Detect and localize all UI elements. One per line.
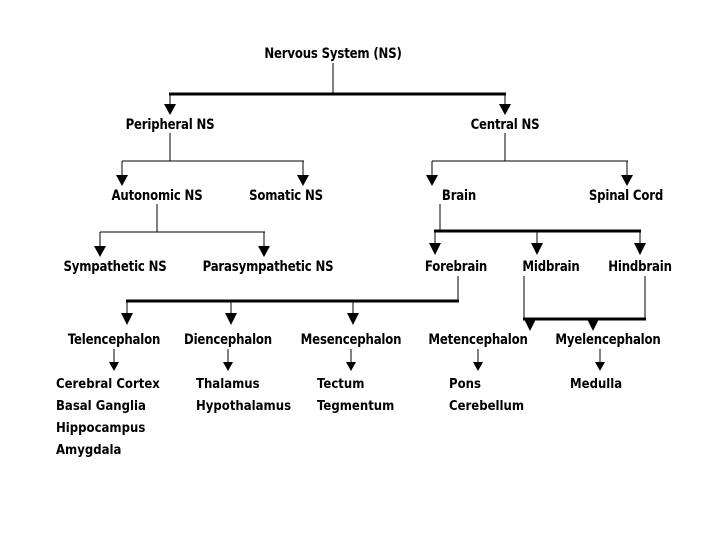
arrowhead-telencephalon [121, 313, 133, 325]
leaf-group-mesencephalon: Tectum Tegmentum [317, 374, 394, 418]
arrowhead-diencephalon [225, 313, 237, 325]
arrowhead-diencephalon-leaves [223, 362, 233, 371]
node-sympathetic-ns[interactable]: Sympathetic NS [63, 259, 167, 275]
node-central-ns[interactable]: Central NS [470, 117, 540, 133]
arrowhead-spinal-cord [621, 175, 633, 186]
arrowhead-forebrain [429, 243, 441, 255]
arrowhead-brain [426, 175, 438, 186]
node-peripheral-ns[interactable]: Peripheral NS [125, 117, 215, 133]
leaf-item[interactable]: Medulla [570, 377, 623, 392]
leaf-item[interactable]: Basal Ganglia [56, 399, 146, 414]
node-forebrain[interactable]: Forebrain [424, 259, 488, 275]
arrowhead-metencephalon [524, 319, 536, 331]
leaf-item[interactable]: Pons [449, 377, 481, 392]
leaf-item[interactable]: Tectum [317, 377, 365, 392]
leaf-item[interactable]: Hypothalamus [196, 399, 292, 414]
node-mesencephalon[interactable]: Mesencephalon [300, 332, 402, 348]
arrowhead-metencephalon-leaves [473, 362, 483, 371]
arrowhead-myelencephalon-leaves [595, 362, 605, 371]
arrowhead-mesencephalon-leaves [346, 362, 356, 371]
leaf-item[interactable]: Amygdala [56, 443, 122, 458]
leaf-item[interactable]: Tegmentum [317, 399, 395, 414]
node-parasympathetic-ns[interactable]: Parasympathetic NS [202, 259, 334, 275]
node-somatic-ns[interactable]: Somatic NS [249, 188, 323, 204]
arrowhead-mesencephalon [347, 313, 359, 325]
leaf-item[interactable]: Cerebellum [449, 399, 525, 414]
arrowhead-hindbrain [634, 243, 646, 255]
arrowhead-autonomic [116, 175, 128, 186]
node-myelencephalon[interactable]: Myelencephalon [555, 332, 661, 348]
leaf-item[interactable]: Thalamus [196, 377, 260, 392]
leaf-group-diencephalon: Thalamus Hypothalamus [196, 374, 291, 418]
node-autonomic-ns[interactable]: Autonomic NS [111, 188, 203, 204]
arrowhead-telencephalon-leaves [109, 362, 119, 371]
leaf-item[interactable]: Hippocampus [56, 421, 146, 436]
arrowhead-peripheral [164, 104, 176, 115]
node-metencephalon[interactable]: Metencephalon [428, 332, 528, 348]
node-spinal-cord[interactable]: Spinal Cord [588, 188, 664, 204]
arrowhead-myelencephalon [587, 319, 599, 331]
node-hindbrain[interactable]: Hindbrain [608, 259, 672, 275]
arrowhead-parasympathetic [258, 246, 270, 257]
node-nervous-system[interactable]: Nervous System (NS) [264, 46, 402, 62]
arrowhead-somatic [297, 175, 309, 186]
node-brain[interactable]: Brain [441, 188, 477, 204]
arrowhead-sympathetic [94, 246, 106, 257]
arrowhead-central [499, 104, 511, 115]
node-diencephalon[interactable]: Diencephalon [183, 332, 273, 348]
leaf-group-myelencephalon: Medulla [570, 374, 622, 396]
node-telencephalon[interactable]: Telencephalon [67, 332, 161, 348]
arrowhead-midbrain [531, 243, 543, 255]
leaf-group-telencephalon: Cerebral Cortex Basal Ganglia Hippocampu… [56, 374, 160, 462]
leaf-group-metencephalon: Pons Cerebellum [449, 374, 524, 418]
node-midbrain[interactable]: Midbrain [522, 259, 580, 275]
leaf-item[interactable]: Cerebral Cortex [56, 377, 160, 392]
